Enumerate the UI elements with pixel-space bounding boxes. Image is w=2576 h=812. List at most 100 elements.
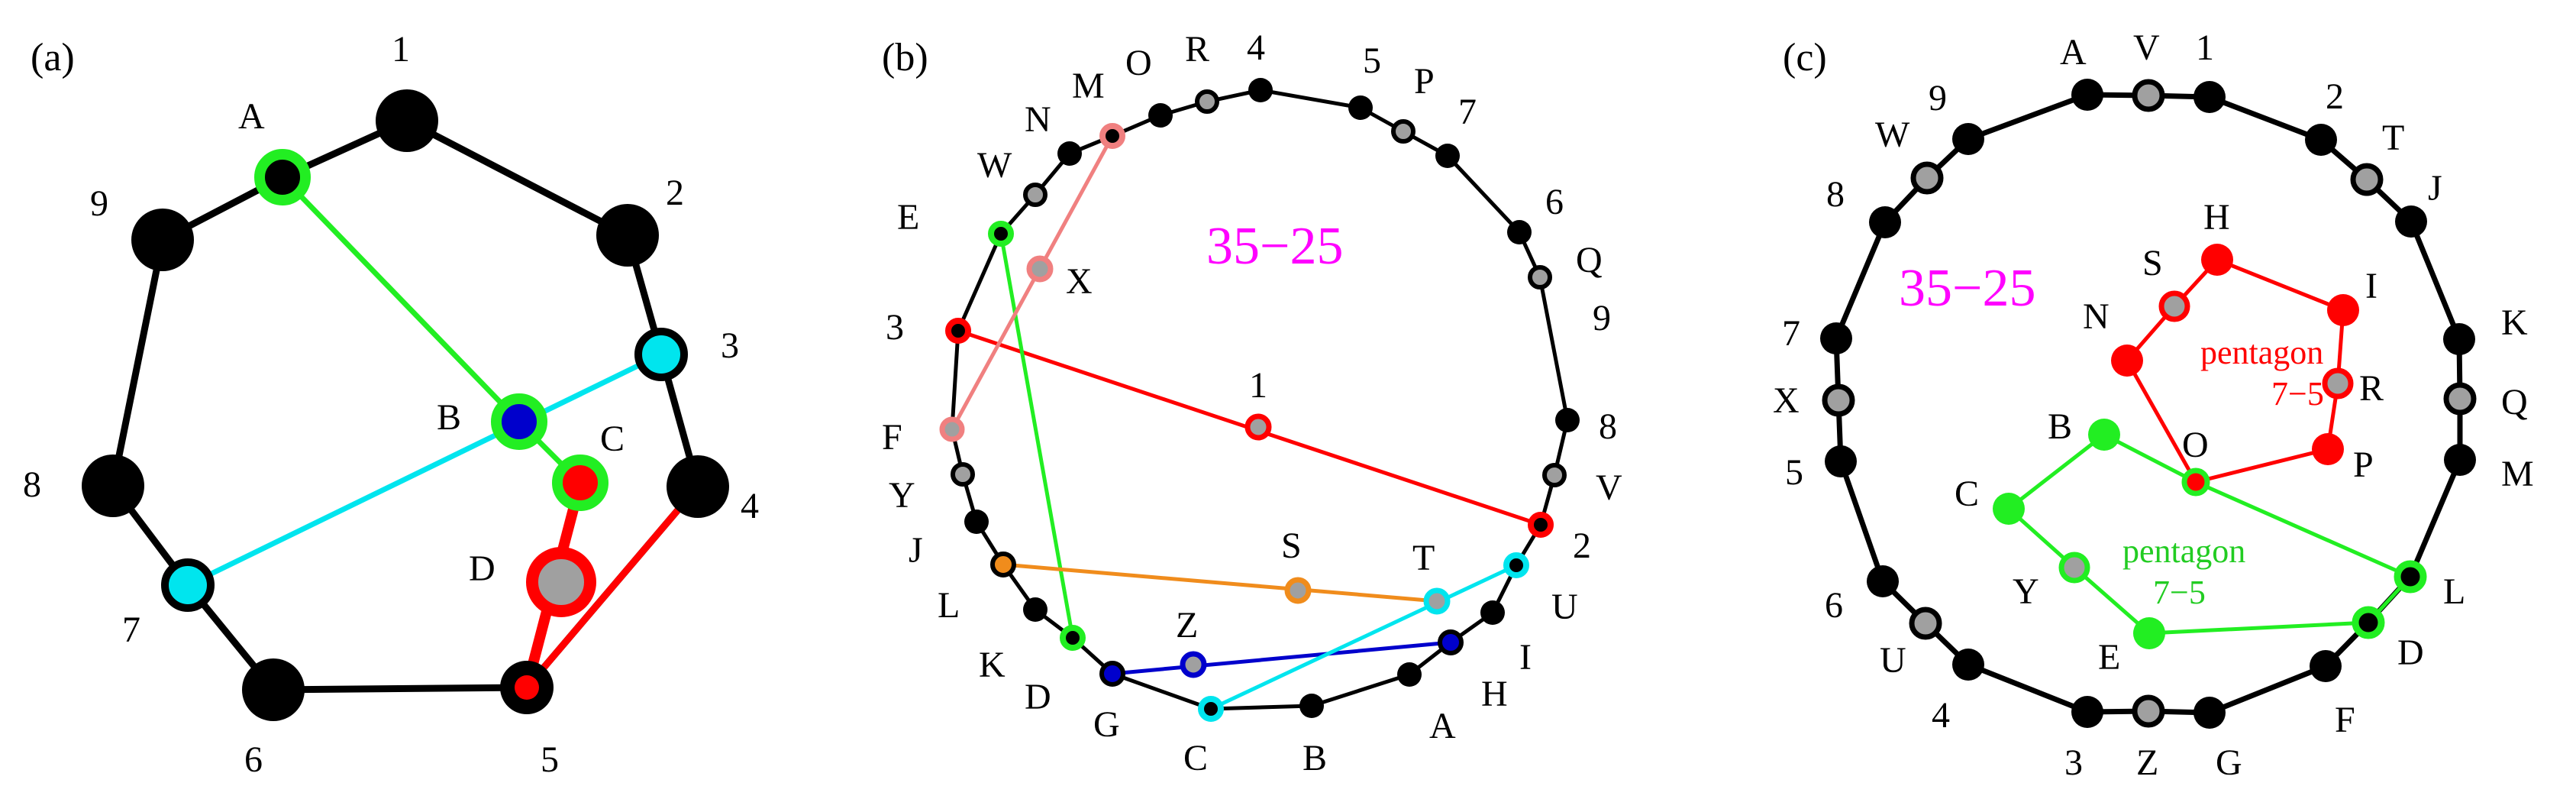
panel-b-chord-blue — [1112, 640, 1451, 676]
panel-b-node-n — [1057, 141, 1082, 166]
panel-c-label-u: U — [1880, 640, 1906, 681]
panel-c-node-n — [2111, 345, 2143, 377]
panel-b-label-f: F — [882, 417, 902, 458]
panel-a-node-6 — [242, 658, 305, 721]
panel-b-node-2 — [1528, 512, 1554, 538]
panel-b-label-6: 6 — [1545, 182, 1564, 222]
panel-a-label-b: B — [437, 397, 461, 438]
panel-c-node-p — [2312, 433, 2344, 465]
panel-c-label-j: J — [2428, 168, 2442, 209]
panel-b-node-s — [1284, 577, 1312, 604]
panel-c-label-q: Q — [2501, 382, 2528, 422]
panel-b-node-z — [1180, 651, 1207, 678]
panel-a-label-8: 8 — [23, 464, 41, 505]
panel-c-pentagon-red-text-2: 7−5 — [2271, 375, 2324, 412]
panel-b-label-o: O — [1125, 43, 1152, 83]
panel-b-label-r: R — [1185, 29, 1209, 70]
panel-a-node-d — [526, 547, 596, 617]
panel-c-node-z — [2132, 694, 2165, 728]
panel-a-node-4 — [667, 455, 729, 518]
panel-b-label-l: L — [938, 585, 960, 626]
panel-c-node-e — [2133, 617, 2165, 649]
panel-c-node-s — [2158, 290, 2190, 322]
panel-c-node-6 — [1867, 565, 1899, 597]
panel-c-label-i: I — [2365, 266, 2377, 306]
panel-c-label-r: R — [2359, 368, 2384, 409]
panel-c-node-v — [2132, 79, 2165, 112]
panel-c-node-l — [2394, 560, 2427, 594]
panel-b-node-p — [1391, 119, 1416, 144]
panel-b-label-1: 1 — [1249, 365, 1267, 406]
panel-c-node-g — [2193, 697, 2226, 729]
panel-c-label-g: G — [2216, 742, 2242, 783]
panel-c-pentagon-red-text-1: pentagon — [2200, 334, 2323, 371]
panel-b-chord-orange — [1002, 562, 1438, 603]
panel-b-node-7 — [1435, 144, 1460, 168]
panel-b-label-q: Q — [1576, 240, 1603, 280]
panel-a-node-9 — [131, 209, 194, 271]
panel-c-node-8 — [1869, 206, 1901, 238]
panel-c-label-w: W — [1875, 115, 1910, 155]
panel-b-node-t — [1423, 587, 1451, 615]
panel-b-label-v: V — [1596, 467, 1622, 508]
panel-c-node-k — [2443, 323, 2475, 355]
panel-c-pentagon-green-text-2: 7−5 — [2153, 574, 2206, 611]
panel-c-label-6: 6 — [1825, 585, 1843, 626]
panel-a-node-1 — [376, 89, 438, 152]
panel-b-chord-cyan — [1209, 563, 1518, 711]
panel-c-node-x — [1822, 383, 1855, 417]
panel-b-node-1 — [1244, 413, 1272, 441]
panel-b-node-y — [951, 462, 975, 487]
panel-b-label-w: W — [977, 145, 1012, 186]
panel-c-label-4: 4 — [1932, 695, 1950, 736]
panel-a-chord-4-5 — [524, 484, 701, 690]
panel-c-label-x: X — [1773, 380, 1800, 421]
panel-a-chord-a-b — [280, 175, 521, 424]
panel-b-node-g — [1099, 661, 1125, 687]
panel-c-node-b — [2088, 419, 2120, 451]
panel-a-label-7: 7 — [122, 610, 140, 650]
panel-b-node-m — [1099, 123, 1125, 149]
panel-b-label-p: P — [1414, 61, 1435, 102]
panel-c-node-2 — [2305, 124, 2337, 156]
panel-c-node-c — [1993, 493, 2025, 525]
panel-b-node-w — [1023, 183, 1048, 207]
panel-c-label-1: 1 — [2196, 27, 2214, 68]
panel-a-label-3: 3 — [721, 325, 739, 366]
panel-a-label-d: D — [469, 548, 496, 589]
panel-c-node-j — [2395, 205, 2427, 238]
panel-b-chord-pink — [950, 134, 1115, 431]
panel-a-label-5: 5 — [541, 739, 559, 780]
panel-c-label-v: V — [2133, 27, 2160, 68]
panel-c-label-p: P — [2353, 445, 2374, 485]
panel-c-label-b: B — [2048, 406, 2072, 447]
panel-c-label-c: C — [1955, 474, 1979, 514]
panel-a-node-c — [552, 455, 608, 511]
panel-b-label-7: 7 — [1458, 92, 1477, 132]
panel-c-label-5: 5 — [1785, 452, 1803, 493]
panel-b-node-4 — [1248, 78, 1273, 102]
panel-b-node-u — [1503, 552, 1529, 578]
panel-c-label-f: F — [2335, 700, 2355, 740]
panel-b-label-m: M — [1072, 66, 1105, 106]
panel-c-node-5 — [1825, 445, 1857, 477]
panel-b-node-q — [1528, 265, 1552, 290]
panel-c-node-4 — [1952, 649, 1984, 681]
panel-b-node-h — [1397, 662, 1422, 687]
panel-c-label-3: 3 — [2064, 742, 2083, 783]
panel-c-node-h — [2201, 244, 2233, 276]
panel-c-node-7 — [1820, 322, 1852, 354]
panel-c-node-i — [2327, 294, 2359, 326]
panel-c-node-f — [2310, 650, 2342, 682]
panel-b-label-a: A — [1429, 706, 1456, 746]
panel-b-label-4: 4 — [1247, 27, 1265, 68]
panel-c-pentagon-green-text-1: pentagon — [2122, 532, 2245, 570]
panel-b-node-f — [939, 416, 965, 442]
panel-c-node-r — [2322, 367, 2354, 400]
panel-c-label-h: H — [2203, 197, 2230, 238]
panel-b-node-b — [1299, 694, 1324, 718]
panel-b-label-8: 8 — [1599, 406, 1617, 447]
panel-c-label-9: 9 — [1929, 78, 1947, 118]
panel-b-label-i: I — [1519, 637, 1532, 678]
